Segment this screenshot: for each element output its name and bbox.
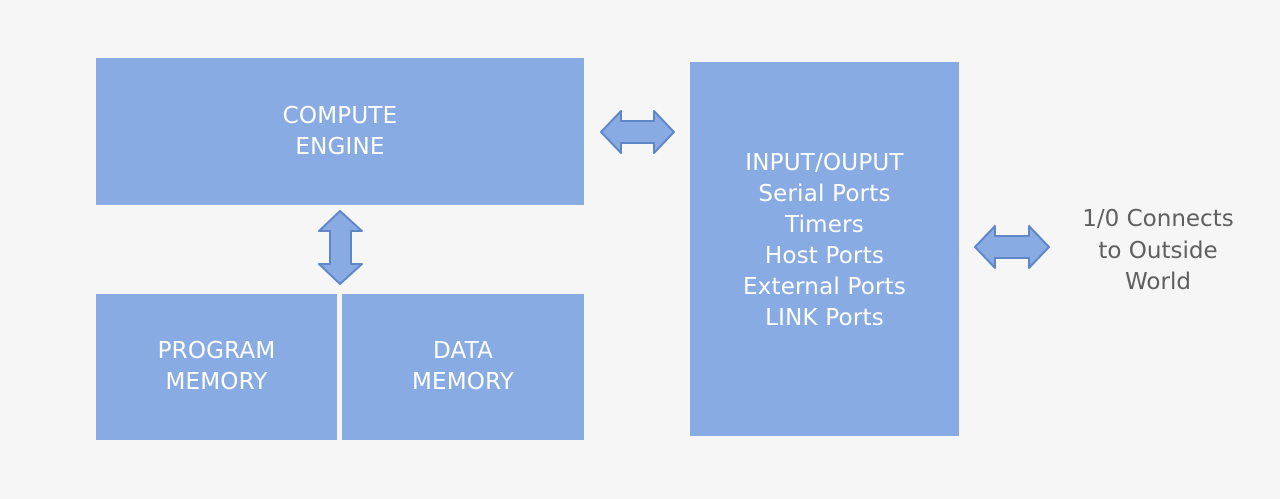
outside-label-line-1: 1/0 Connects: [1082, 206, 1234, 232]
program-memory-label-line-2: MEMORY: [165, 369, 268, 395]
outside-label-line-2: to Outside: [1098, 237, 1218, 264]
compute-engine-label-line-1: COMPUTE: [282, 102, 398, 129]
io-outside-double-arrow-icon: [974, 225, 1050, 269]
outside-world-label: 1/0 Connects to Outside World: [1068, 204, 1248, 299]
outside-label-line-3: World: [1125, 269, 1191, 295]
data-memory-block: DATA MEMORY: [342, 294, 584, 440]
data-memory-label-line-2: MEMORY: [411, 369, 515, 395]
io-label-host-ports: Host Ports: [764, 243, 885, 269]
engine-io-double-arrow-icon: [600, 110, 675, 154]
io-label-link-ports: LINK Ports: [765, 305, 884, 331]
engine-memory-double-arrow-icon: [318, 210, 363, 285]
io-label-timers: Timers: [785, 212, 864, 238]
data-memory-label-line-1: DATA: [432, 338, 494, 364]
compute-engine-block: COMPUTE ENGINE: [96, 58, 584, 205]
compute-engine-label-line-2: ENGINE: [295, 133, 385, 160]
io-label-serial-ports: Serial Ports: [758, 181, 891, 207]
program-memory-block: PROGRAM MEMORY: [96, 294, 337, 440]
io-label-title: INPUT/OUPUT: [745, 150, 904, 176]
program-memory-label-line-1: PROGRAM: [157, 338, 276, 364]
input-output-block: INPUT/OUPUT Serial Ports Timers Host Por…: [690, 62, 959, 436]
io-label-external-ports: External Ports: [742, 274, 907, 300]
